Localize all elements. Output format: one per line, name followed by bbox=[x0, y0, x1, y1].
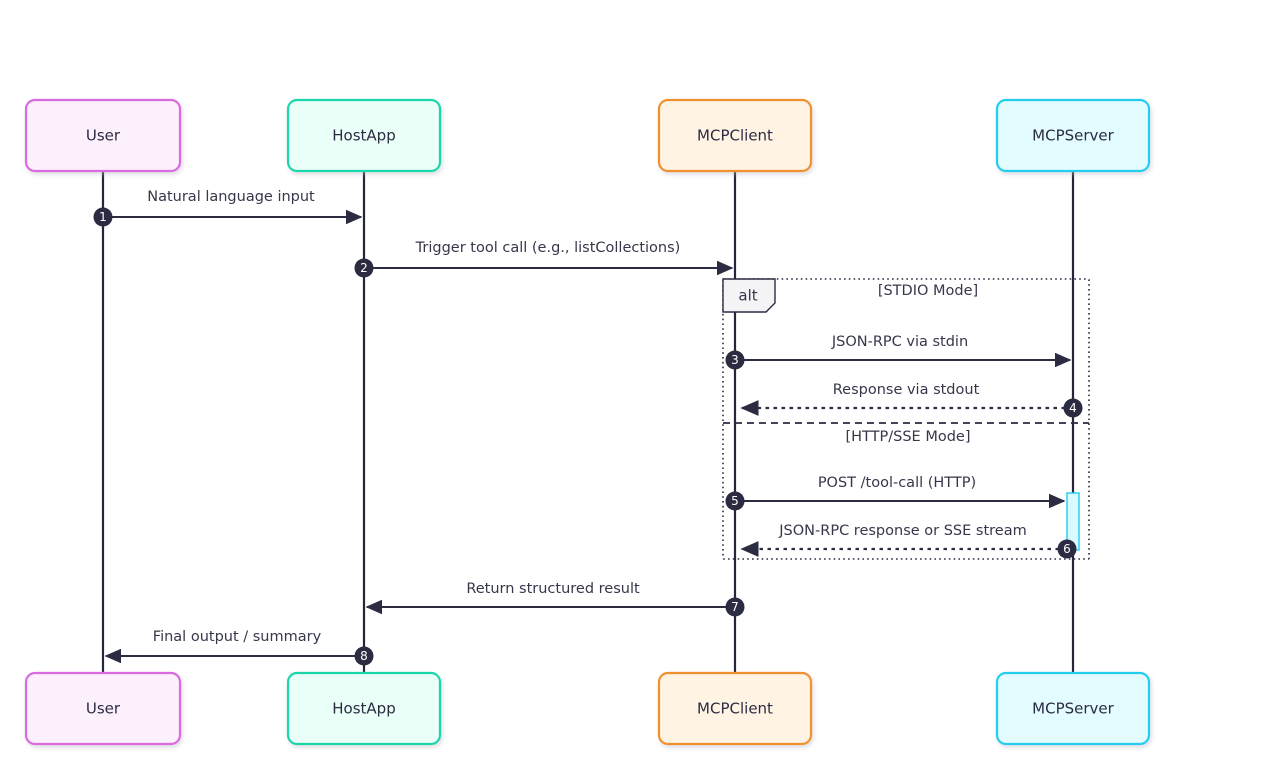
alt-branch-title-stdio: [STDIO Mode] bbox=[878, 283, 978, 299]
message-6-label: JSON-RPC response or SSE stream bbox=[778, 523, 1026, 539]
message-4: Response via stdout 4 bbox=[740, 382, 1083, 418]
message-6: JSON-RPC response or SSE stream 6 bbox=[740, 523, 1077, 559]
message-3: JSON-RPC via stdin 3 bbox=[725, 334, 1072, 370]
actor-box-mcpclient-top-rect bbox=[657, 98, 813, 173]
message-2-badge bbox=[354, 258, 374, 278]
actor-box-hostapp-bottom-label: HostApp bbox=[332, 700, 395, 718]
message-1-label: Natural language input bbox=[147, 189, 315, 205]
message-2: Trigger tool call (e.g., listCollections… bbox=[354, 240, 734, 278]
message-8-badge-number: 8 bbox=[360, 649, 368, 663]
message-6-badge bbox=[1057, 539, 1077, 559]
actor-box-hostapp-top-label: HostApp bbox=[332, 127, 395, 145]
actor-box-user-top-label: User bbox=[86, 127, 121, 145]
message-2-badge-number: 2 bbox=[360, 261, 368, 275]
actor-boxes-top: User HostApp MCPClient MCPServer bbox=[24, 98, 1151, 173]
alt-keyword-label: alt bbox=[738, 287, 757, 305]
actor-box-user-bottom-label: User bbox=[86, 700, 121, 718]
actor-box-user-bottom[interactable]: User bbox=[24, 671, 182, 746]
lifelines bbox=[101, 171, 1075, 673]
actor-box-mcpserver-top-label: MCPServer bbox=[1032, 127, 1114, 145]
alt-fragment-border bbox=[722, 278, 1090, 560]
actor-box-hostapp-bottom[interactable]: HostApp bbox=[286, 671, 442, 746]
alt-branch-title-http-sse: [HTTP/SSE Mode] bbox=[846, 429, 971, 445]
message-5-badge bbox=[725, 491, 745, 511]
message-4-badge bbox=[1063, 398, 1083, 418]
actor-boxes-bottom: User HostApp MCPClient MCPServer bbox=[24, 671, 1151, 746]
actor-box-mcpclient-bottom-label: MCPClient bbox=[697, 700, 773, 718]
actor-box-mcpserver-bottom-rect bbox=[995, 671, 1151, 746]
actor-box-user-top[interactable]: User bbox=[24, 98, 182, 173]
actor-box-hostapp-top-rect bbox=[286, 98, 442, 173]
actor-box-mcpserver-bottom-label: MCPServer bbox=[1032, 700, 1114, 718]
message-8-label: Final output / summary bbox=[153, 629, 322, 645]
message-3-label: JSON-RPC via stdin bbox=[831, 334, 968, 350]
message-7-badge bbox=[725, 597, 745, 617]
actor-box-mcpserver-bottom[interactable]: MCPServer bbox=[995, 671, 1151, 746]
message-5: POST /tool-call (HTTP) 5 bbox=[725, 475, 1066, 511]
actor-box-mcpclient-bottom-rect bbox=[657, 671, 813, 746]
message-5-badge-number: 5 bbox=[731, 494, 739, 508]
actor-box-mcpserver-top-rect bbox=[995, 98, 1151, 173]
message-3-badge-number: 3 bbox=[731, 353, 739, 367]
message-8-badge bbox=[354, 646, 374, 666]
actor-box-mcpclient-top[interactable]: MCPClient bbox=[657, 98, 813, 173]
message-8: Final output / summary 8 bbox=[104, 629, 374, 666]
message-2-label: Trigger tool call (e.g., listCollections… bbox=[415, 240, 681, 256]
message-1: Natural language input 1 bbox=[93, 189, 363, 227]
message-7-label: Return structured result bbox=[466, 581, 640, 597]
actor-box-mcpclient-top-label: MCPClient bbox=[697, 127, 773, 145]
message-7-badge-number: 7 bbox=[731, 600, 739, 614]
actor-box-mcpserver-top[interactable]: MCPServer bbox=[995, 98, 1151, 173]
message-1-badge bbox=[93, 207, 113, 227]
message-4-badge-number: 4 bbox=[1069, 401, 1077, 415]
message-7: Return structured result 7 bbox=[365, 581, 745, 617]
alt-fragment: alt [STDIO Mode] [HTTP/SSE Mode] bbox=[722, 278, 1090, 560]
message-6-badge-number: 6 bbox=[1063, 542, 1071, 556]
message-4-label: Response via stdout bbox=[833, 382, 980, 398]
alt-keyword-box bbox=[722, 278, 776, 313]
message-5-label: POST /tool-call (HTTP) bbox=[818, 475, 976, 491]
message-1-badge-number: 1 bbox=[99, 210, 107, 224]
message-3-badge bbox=[725, 350, 745, 370]
actor-box-mcpclient-bottom[interactable]: MCPClient bbox=[657, 671, 813, 746]
actor-box-hostapp-top[interactable]: HostApp bbox=[286, 98, 442, 173]
actor-box-user-bottom-rect bbox=[24, 671, 182, 746]
actor-box-hostapp-bottom-rect bbox=[286, 671, 442, 746]
actor-box-user-top-rect bbox=[24, 98, 182, 173]
